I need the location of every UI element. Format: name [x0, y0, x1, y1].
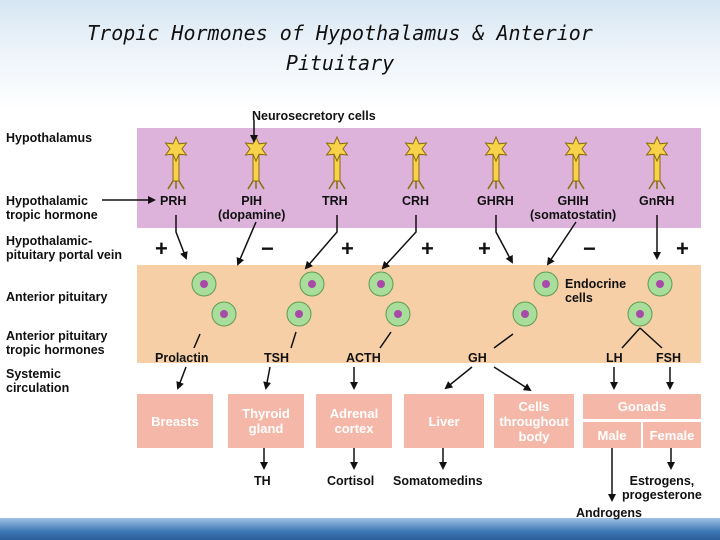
line-lh-fsh: [621, 327, 663, 349]
endocrine-cell-5: [211, 301, 237, 327]
sign-stimulate-gnrh: +: [676, 236, 689, 261]
arrow-prh: [175, 215, 188, 260]
label-hypothalamic-tropic-hormone: Hypothalamic tropic hormone: [6, 194, 98, 222]
sign-inhibit-pih: −: [261, 236, 274, 261]
neurosecretory-neuron-0: [164, 135, 188, 190]
label-neurosecretory-cells: Neurosecretory cells: [252, 109, 376, 123]
arrow-crh: [381, 215, 417, 270]
label-portal-vein: Hypothalamic- pituitary portal vein: [6, 234, 122, 262]
hormone-lh: LH: [606, 351, 623, 365]
product-cortisol: Cortisol: [327, 474, 375, 488]
endocrine-cell-4: [647, 271, 673, 297]
label-hypothalamus: Hypothalamus: [6, 131, 93, 145]
arrow-pih: [236, 221, 257, 266]
sign-inhibit-ghih: −: [583, 236, 596, 261]
arrow-gh-liver: [444, 366, 473, 390]
sign-stimulate-crh: +: [421, 236, 434, 261]
arrow-ghrh: [495, 215, 513, 264]
hormone-ghrh: GHRH: [477, 194, 514, 208]
target-gonads: Gonads: [583, 394, 701, 419]
label-anterior-pituitary-tropic-hormones: Anterior pituitary tropic hormones: [6, 329, 108, 357]
arrow-trh: [304, 215, 338, 270]
endocrine-cell-6: [286, 301, 312, 327]
neurosecretory-neuron-1: [244, 135, 268, 190]
target-cells-throughout-body: Cells throughout body: [494, 394, 574, 448]
header-background: [0, 0, 720, 110]
label-endocrine-cells: Endocrine cells: [565, 277, 627, 305]
endocrine-cell-1: [299, 271, 325, 297]
endocrine-cell-0: [191, 271, 217, 297]
target-thyroid-gland: Thyroid gland: [228, 394, 304, 448]
neurosecretory-neuron-3: [404, 135, 428, 190]
hormone-prolactin: Prolactin: [155, 351, 209, 365]
hormone-acth: ACTH: [346, 351, 381, 365]
line-gh: [493, 333, 514, 349]
hormone-trh: TRH: [322, 194, 348, 208]
endocrine-cell-9: [627, 301, 653, 327]
target-gonads-female: Female: [643, 422, 701, 448]
neurosecretory-neuron-6: [645, 135, 669, 190]
hormone-gnrh: GnRH: [639, 194, 675, 208]
product-th: TH: [254, 474, 271, 488]
endocrine-cell-2: [368, 271, 394, 297]
arrow-prolactin-breasts: [176, 366, 187, 390]
endocrine-cell-7: [385, 301, 411, 327]
hormone-pih: PIH (dopamine): [218, 194, 286, 222]
neurosecretory-neuron-4: [484, 135, 508, 190]
sign-stimulate-prh: +: [155, 236, 168, 261]
target-adrenal-cortex: Adrenal cortex: [316, 394, 392, 448]
arrow-ghih: [546, 221, 577, 266]
product-somatomedins: Somatomedins: [393, 474, 483, 488]
target-liver: Liver: [404, 394, 484, 448]
neurosecretory-neuron-5: [564, 135, 588, 190]
sign-stimulate-ghrh: +: [478, 236, 491, 261]
footer-wave: [0, 518, 720, 540]
line-acth: [379, 331, 392, 349]
endocrine-cell-3: [533, 271, 559, 297]
target-gonads-male: Male: [583, 422, 641, 448]
hormone-crh: CRH: [402, 194, 430, 208]
line-tsh: [290, 331, 297, 349]
hormone-gh: GH: [468, 351, 487, 365]
target-breasts: Breasts: [137, 394, 213, 448]
product-estrogens-progesterone: Estrogens, progesterone: [622, 474, 702, 502]
line-prolactin: [193, 333, 201, 349]
product-androgens: Androgens: [576, 506, 642, 520]
slide-title: Tropic Hormones of Hypothalamus & Anteri…: [87, 21, 593, 75]
arrow-gh-cells: [493, 366, 532, 392]
label-anterior-pituitary: Anterior pituitary: [6, 290, 108, 304]
hormone-fsh: FSH: [656, 351, 681, 365]
sign-stimulate-trh: +: [341, 236, 354, 261]
hormone-ghih: GHIH (somatostatin): [530, 194, 617, 222]
label-systemic-circulation: Systemic circulation: [6, 367, 70, 395]
endocrine-cell-8: [512, 301, 538, 327]
hormone-tsh: TSH: [264, 351, 289, 365]
arrow-tsh-thyroid: [263, 366, 272, 390]
hormone-prh: PRH: [160, 194, 187, 208]
neurosecretory-neuron-2: [325, 135, 349, 190]
